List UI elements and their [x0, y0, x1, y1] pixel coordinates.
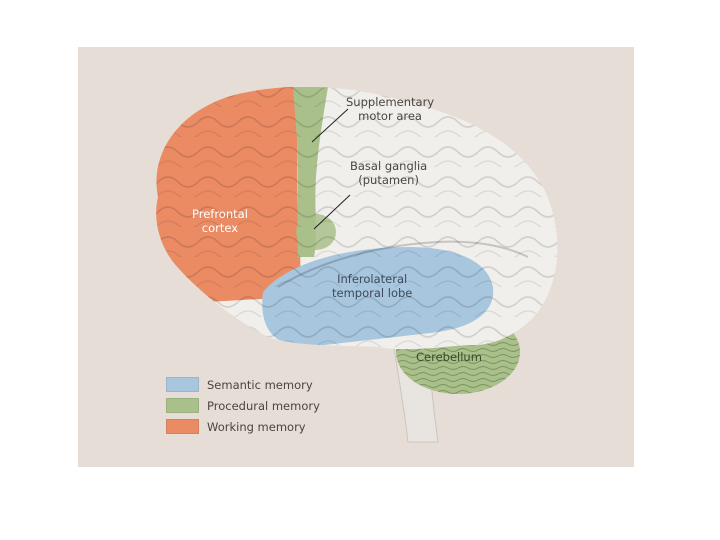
- legend-item-working: Working memory: [166, 416, 320, 437]
- prefrontal-cortex-label: Prefrontal cortex: [192, 207, 248, 235]
- legend-swatch-semantic: [166, 377, 199, 392]
- basal-ganglia-label: Basal ganglia (putamen): [350, 159, 428, 187]
- legend: Semantic memory Procedural memory Workin…: [166, 374, 320, 437]
- temporal-lobe-label: Inferolateral temporal lobe: [332, 272, 413, 300]
- legend-label-semantic: Semantic memory: [207, 377, 313, 392]
- legend-swatch-procedural: [166, 398, 199, 413]
- cerebellum-label: Cerebellum: [416, 350, 482, 364]
- legend-item-procedural: Procedural memory: [166, 395, 320, 416]
- supplementary-motor-leader: [311, 108, 349, 143]
- legend-label-procedural: Procedural memory: [207, 398, 320, 413]
- legend-item-semantic: Semantic memory: [166, 374, 320, 395]
- brain-illustration: [156, 86, 558, 443]
- legend-label-working: Working memory: [207, 419, 306, 434]
- brain-memory-figure: Supplementary motor area Basal ganglia (…: [78, 47, 634, 467]
- basal-ganglia-leader: [313, 194, 351, 230]
- supplementary-motor-label: Supplementary motor area: [346, 95, 435, 123]
- legend-swatch-working: [166, 419, 199, 434]
